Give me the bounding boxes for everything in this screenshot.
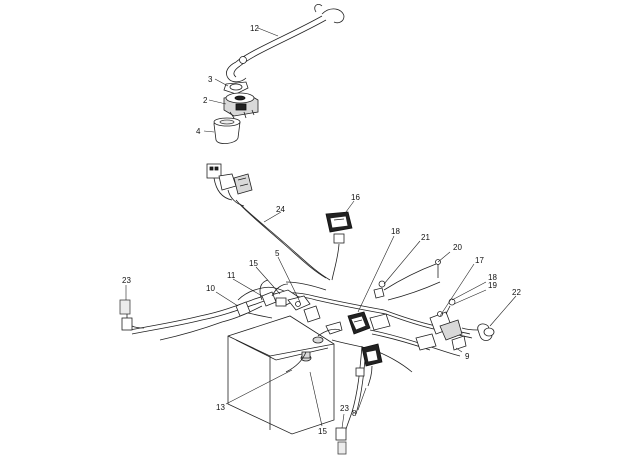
- callout-17: 17: [475, 256, 484, 265]
- key-switch-boot-part: [213, 117, 241, 144]
- callout-2: 2: [203, 96, 208, 105]
- switch-connector-part: [206, 163, 253, 207]
- battery-part: [227, 315, 341, 435]
- fuse-holder-part: [235, 279, 289, 317]
- callout-21: 21: [421, 233, 430, 242]
- fuse-block-part: [267, 289, 343, 335]
- switch-nut-part: [223, 81, 249, 95]
- callout-22: 22: [512, 288, 521, 297]
- callout-13: 13: [216, 403, 225, 412]
- callout-23-bottom: 23: [340, 404, 349, 413]
- connector-end-left-part: [119, 299, 145, 331]
- callout-11: 11: [227, 271, 236, 280]
- callout-15-lower: 15: [318, 427, 327, 436]
- relay-part: [325, 200, 355, 244]
- callout-9: 9: [465, 352, 470, 361]
- callout-4: 4: [196, 127, 201, 136]
- connector-end-bottom-part: [335, 427, 347, 455]
- callout-18-right: 18: [488, 273, 497, 282]
- callout-19: 19: [488, 281, 497, 290]
- callout-3: 3: [208, 75, 213, 84]
- connector-8-part: [355, 343, 383, 387]
- callout-16: 16: [351, 193, 360, 202]
- callout-8: 8: [352, 409, 357, 418]
- jumper-cable-part: [226, 4, 345, 83]
- leader-lines: [125, 27, 517, 429]
- callout-10: 10: [206, 284, 215, 293]
- callout-23-left: 23: [122, 276, 131, 285]
- callout-12: 12: [250, 24, 259, 33]
- callout-24: 24: [276, 205, 285, 214]
- callout-20: 20: [453, 243, 462, 252]
- callout-labels: 12 3 2 4 16 24 18 21 20 17 18 19 22 23 1…: [122, 24, 521, 436]
- callout-18-upper: 18: [391, 227, 400, 236]
- right-harness-components: [373, 259, 495, 351]
- key-switch-part: [223, 92, 259, 119]
- center-connector-part: [347, 311, 391, 335]
- callout-15-upper: 15: [249, 259, 258, 268]
- callout-5: 5: [275, 249, 280, 258]
